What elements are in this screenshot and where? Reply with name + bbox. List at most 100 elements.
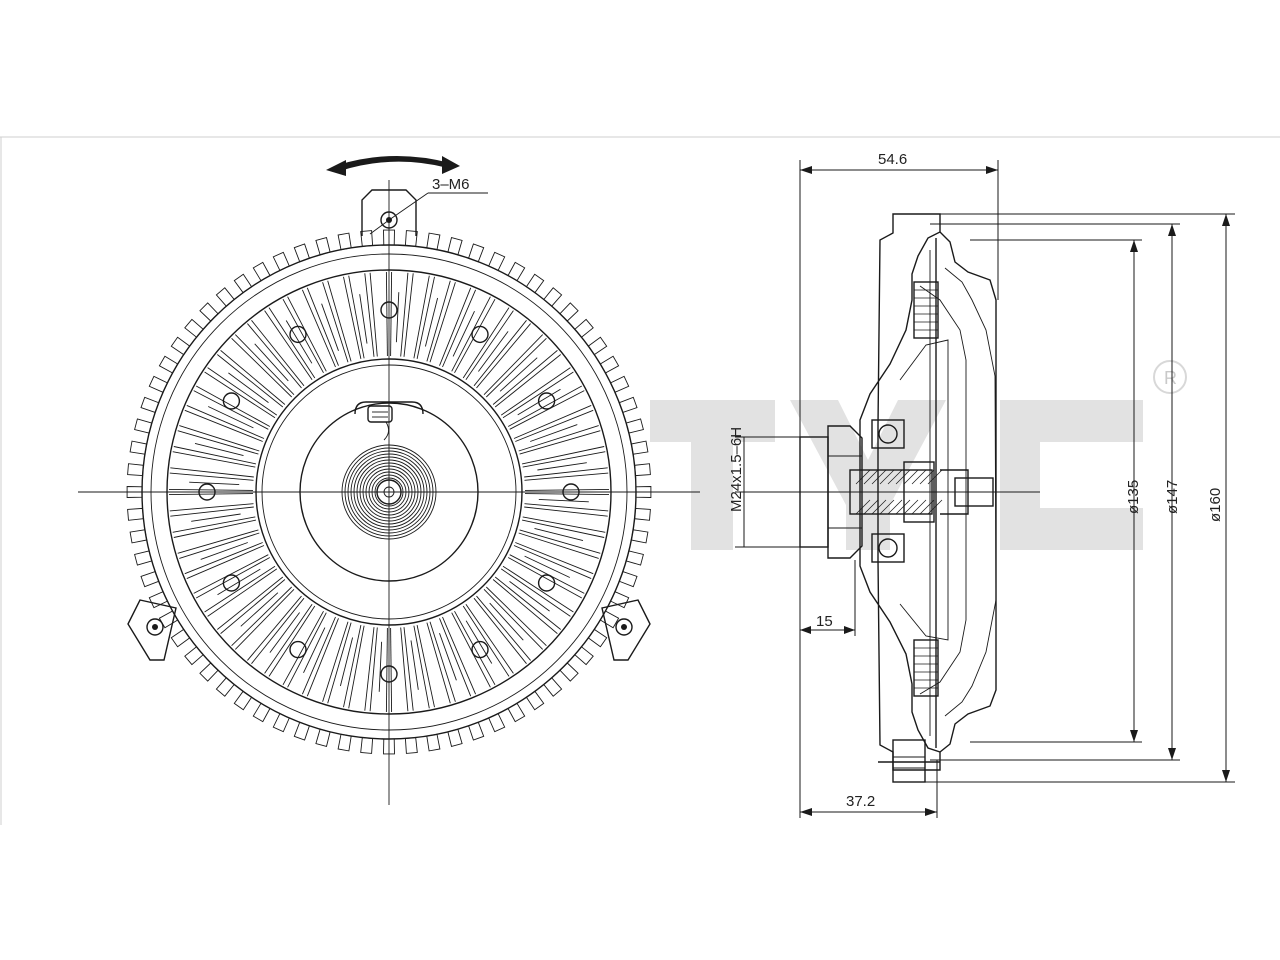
cooling-fin (492, 579, 558, 634)
cooling-fin (251, 597, 305, 664)
fin-web (194, 442, 244, 457)
cooling-fin (207, 367, 278, 416)
dim-label-flange-offset: 15 (816, 613, 833, 630)
fin-web (424, 297, 439, 347)
gear-tooth (233, 690, 253, 711)
cooling-fin (282, 298, 324, 374)
fin-web (339, 637, 354, 687)
hub-face-circle (299, 402, 479, 582)
thread-callout-label: 3–M6 (432, 176, 470, 193)
bolt-hole (537, 392, 556, 410)
fin-web (489, 602, 524, 641)
cooling-fin (348, 275, 365, 359)
cooling-fin (179, 532, 260, 559)
fin-web (410, 640, 419, 690)
cooling-fin (473, 597, 527, 664)
gear-tooth (630, 529, 649, 544)
cooling-fin (518, 532, 599, 559)
cooling-fin (306, 287, 339, 366)
cooling-fin (483, 588, 544, 650)
cooling-fin (327, 622, 352, 704)
thread-callout-leader (388, 192, 429, 221)
dim-label-dia-135: ø135 (1125, 480, 1142, 514)
dimension-dia-160: ø160 (893, 213, 1235, 783)
cooling-fin (426, 622, 451, 704)
cooling-fin (502, 565, 574, 613)
cooling-fin (348, 625, 365, 709)
cooling-fin (177, 430, 259, 455)
bolt-hole (222, 574, 241, 592)
cooling-fin (403, 273, 414, 357)
cooling-fin (364, 273, 375, 357)
cooling-fin (426, 280, 451, 362)
bolt-hole (222, 392, 241, 410)
bolt-hole (471, 640, 489, 659)
cooling-fin (186, 404, 265, 439)
spring-coil-turn (356, 459, 422, 525)
gear-tooth (599, 355, 620, 374)
spring-coil-turn (371, 474, 407, 510)
cooling-fin (524, 488, 610, 491)
gear-tooth (634, 463, 651, 477)
cooling-fin (343, 625, 362, 708)
hatch-line (855, 499, 871, 515)
bimetal-spring-coil (341, 444, 437, 540)
cooling-fin (168, 488, 254, 491)
cooling-fin (186, 545, 265, 580)
cooling-fin (169, 503, 254, 512)
gear-tooth (184, 646, 204, 666)
watermark-logo: R (650, 360, 1187, 550)
spring-coil-turn (341, 444, 437, 540)
hub-center-pin (383, 486, 395, 498)
gear-tooth (170, 628, 191, 648)
cooling-fin (476, 323, 531, 389)
hatch-line (895, 469, 911, 485)
hub-center-boss (376, 479, 402, 505)
gear-tooth (587, 336, 608, 356)
cooling-fin (385, 271, 388, 357)
cooling-fin (207, 568, 278, 617)
fin-web (321, 303, 339, 351)
cooling-fin (442, 616, 477, 695)
fin-web (269, 612, 300, 653)
cooling-fin (234, 334, 295, 396)
cooling-fin (509, 390, 585, 430)
cooling-fin (264, 603, 313, 674)
cooling-fin (500, 367, 571, 416)
hatch-line (911, 469, 927, 485)
cooling-fin (507, 557, 583, 599)
cooling-fin (400, 627, 409, 712)
cooling-fin (268, 605, 316, 677)
cooling-fin (513, 545, 592, 580)
cooling-fin (439, 618, 472, 697)
cooling-fin (173, 446, 256, 465)
cooling-fin (264, 310, 313, 381)
shaft-body (849, 461, 994, 523)
bearing-upper (871, 419, 905, 449)
cooling-fin (301, 289, 336, 368)
cooling-fin (193, 554, 269, 594)
cooling-fin (247, 323, 302, 389)
cooling-fin (485, 337, 547, 398)
dim-label-overall-width: 54.6 (878, 151, 907, 168)
bolt-hole (380, 665, 398, 683)
spring-coil-turn (347, 450, 431, 534)
gear-tooth (404, 737, 418, 754)
cooling-fin (195, 385, 271, 427)
spring-coil-turn (362, 465, 416, 519)
spring-pack-upper (913, 281, 939, 339)
gear-tooth (252, 261, 271, 282)
cooling-fin (403, 627, 414, 711)
mount-lug (878, 739, 940, 783)
fin-web (189, 481, 240, 486)
dimension-overall-width: 54.6 (799, 151, 999, 818)
hatch-line (919, 469, 935, 485)
gear-tooth (630, 440, 649, 455)
dimension-hub-depth: 37.2 (800, 760, 938, 818)
cooling-fin (343, 276, 362, 359)
cooling-fin (518, 425, 599, 452)
spring-coil-turn (365, 468, 413, 516)
fin-web (395, 292, 400, 343)
cooling-fin (170, 467, 254, 478)
fin-web (228, 372, 269, 403)
